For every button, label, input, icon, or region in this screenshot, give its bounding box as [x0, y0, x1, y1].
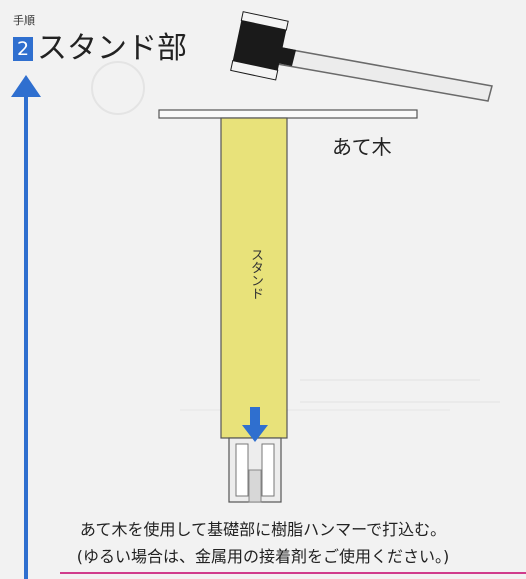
down-arrow-icon	[242, 425, 268, 442]
caption-underline	[60, 572, 526, 574]
foundation-center-block	[248, 469, 262, 503]
step-label: 手順	[13, 14, 35, 27]
hammer-head-bottom-cap	[230, 60, 279, 81]
stand-post	[220, 117, 288, 439]
down-arrow-shaft	[250, 407, 260, 427]
instruction-text-line1: あて木を使用して基礎部に樹脂ハンマーで打込む。	[79, 520, 447, 539]
hammer-handle	[265, 45, 493, 102]
foundation-slot	[235, 443, 249, 497]
instruction-text-line2: (ゆるい場合は、金属用の接着剤をご使用ください。)	[76, 547, 450, 566]
hammer-head-top-cap	[240, 11, 289, 31]
foundation-slot	[261, 443, 275, 497]
step-number-badge: 2	[13, 37, 33, 61]
stand-label: スタンド	[248, 248, 263, 300]
hammer-head	[230, 11, 289, 81]
faint-circle-mark	[91, 61, 145, 115]
step-title: スタンド部	[37, 31, 187, 66]
wood-plate-label: あて木	[332, 135, 392, 159]
wood-plate	[158, 109, 418, 119]
up-arrow-shaft	[24, 95, 28, 579]
up-arrow-head-icon	[11, 75, 41, 97]
